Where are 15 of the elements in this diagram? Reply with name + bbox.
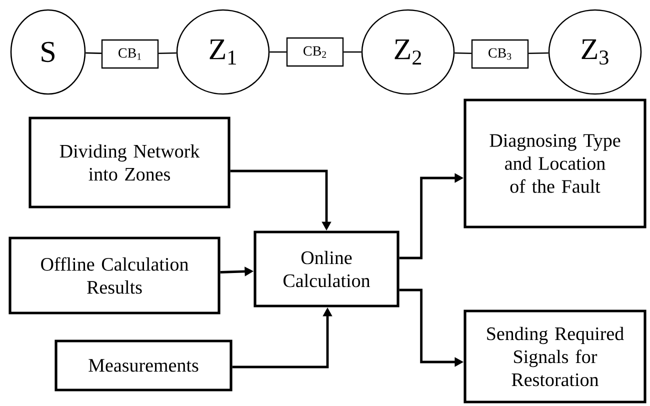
- breaker-box: CB$_{1}$: [101, 39, 159, 69]
- breaker-box: CB$_{2}$: [286, 37, 344, 67]
- connector-line: [270, 51, 286, 53]
- process-box: Online Calculation: [254, 230, 400, 308]
- process-box: Dividing Network into Zones: [28, 116, 230, 208]
- connector-line: [454, 52, 472, 54]
- process-box: Measurements: [54, 340, 232, 392]
- process-box: Diagnosing Type and Location of the Fault: [464, 98, 646, 228]
- connector-line: [86, 52, 102, 54]
- process-box: Sending Required Signals for Restoration: [464, 310, 646, 404]
- connector-line: [344, 51, 362, 53]
- breaker-box: CB$_{3}$: [471, 39, 529, 69]
- connector-line: [528, 52, 548, 54]
- connector-line: [158, 52, 176, 54]
- process-box: Offline Calculation Results: [8, 236, 220, 314]
